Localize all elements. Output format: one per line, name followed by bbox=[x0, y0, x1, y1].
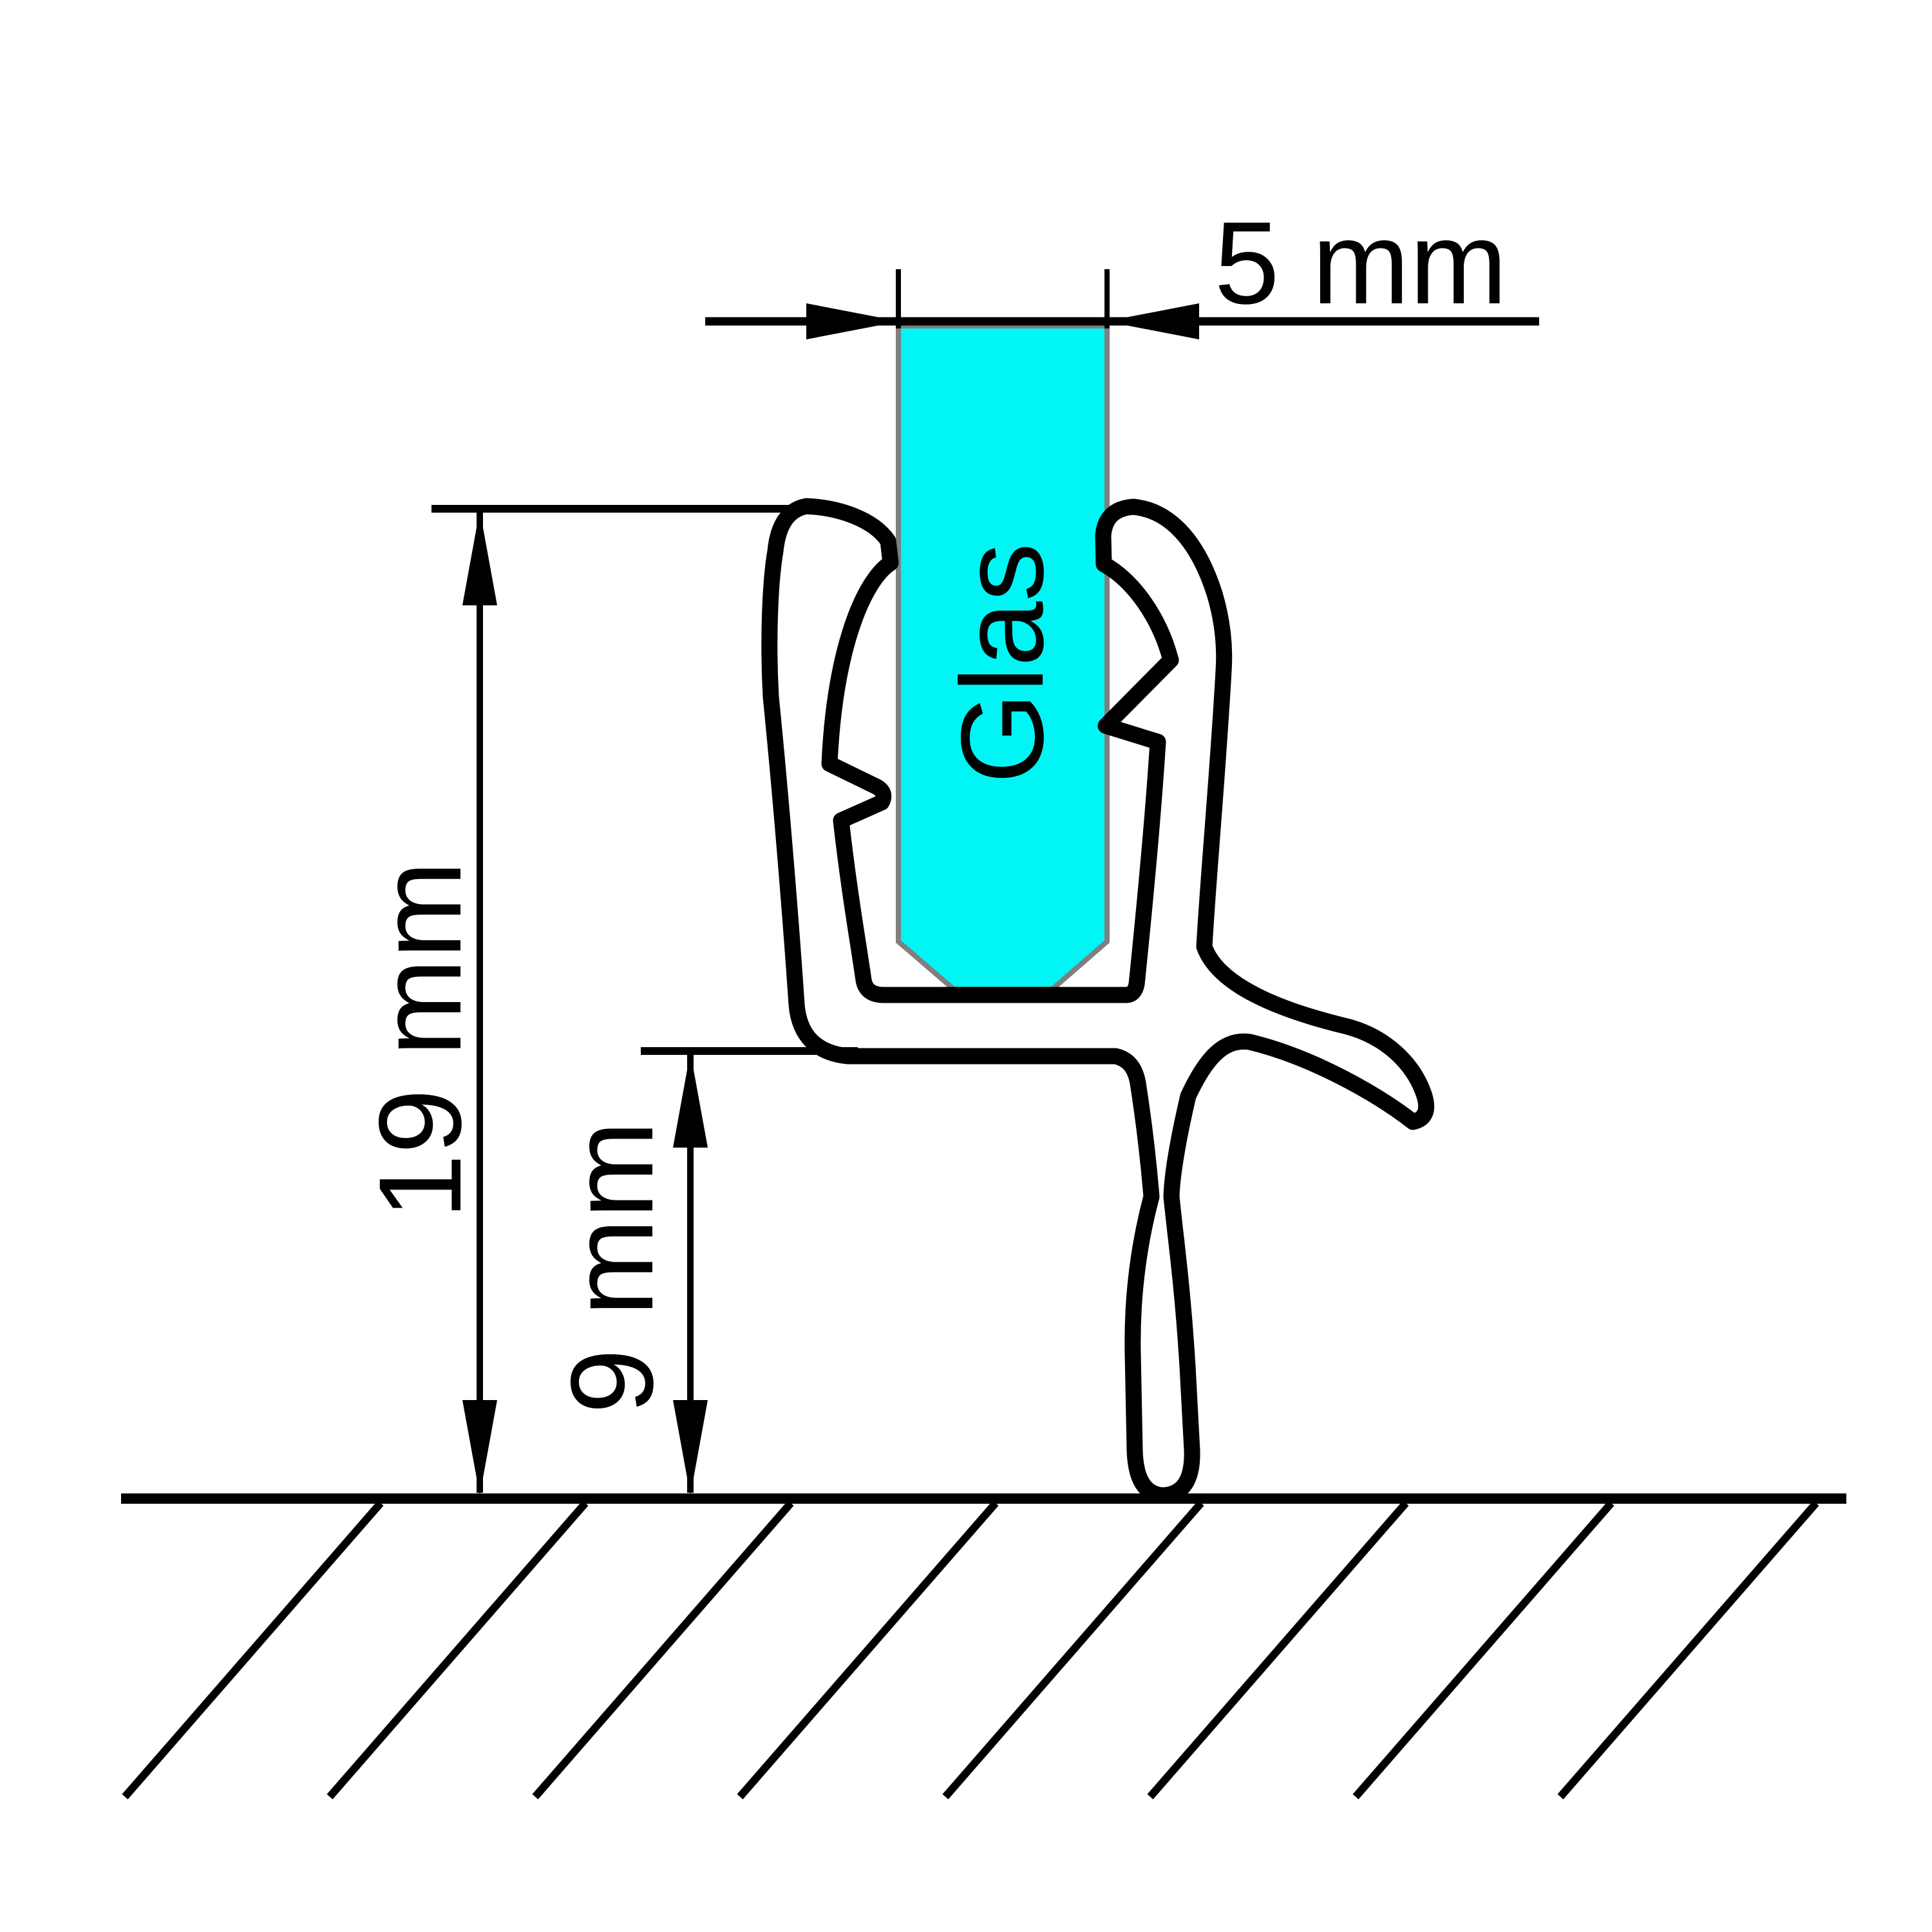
arrowhead-down-icon bbox=[462, 1400, 497, 1495]
arrowhead-left-icon bbox=[1106, 303, 1199, 339]
arrowhead-down-icon bbox=[673, 1400, 708, 1495]
arrowhead-right-icon bbox=[806, 303, 900, 339]
arrowhead-up-icon bbox=[462, 510, 497, 605]
arrowhead-up-icon bbox=[673, 1052, 708, 1148]
dimension-height-19mm bbox=[431, 505, 832, 1495]
floor-hatching bbox=[122, 1501, 1819, 1799]
dimension-width-5mm bbox=[705, 269, 1539, 339]
width-dimension-label: 5 mm bbox=[1214, 197, 1508, 328]
seal-profile-outline bbox=[761, 498, 1435, 1504]
dimension-height-9mm bbox=[641, 1047, 858, 1495]
lower-height-dimension-label: 9 mm bbox=[546, 1121, 677, 1414]
total-height-dimension-label: 19 mm bbox=[354, 860, 486, 1220]
glass-label: Glas bbox=[936, 542, 1068, 784]
